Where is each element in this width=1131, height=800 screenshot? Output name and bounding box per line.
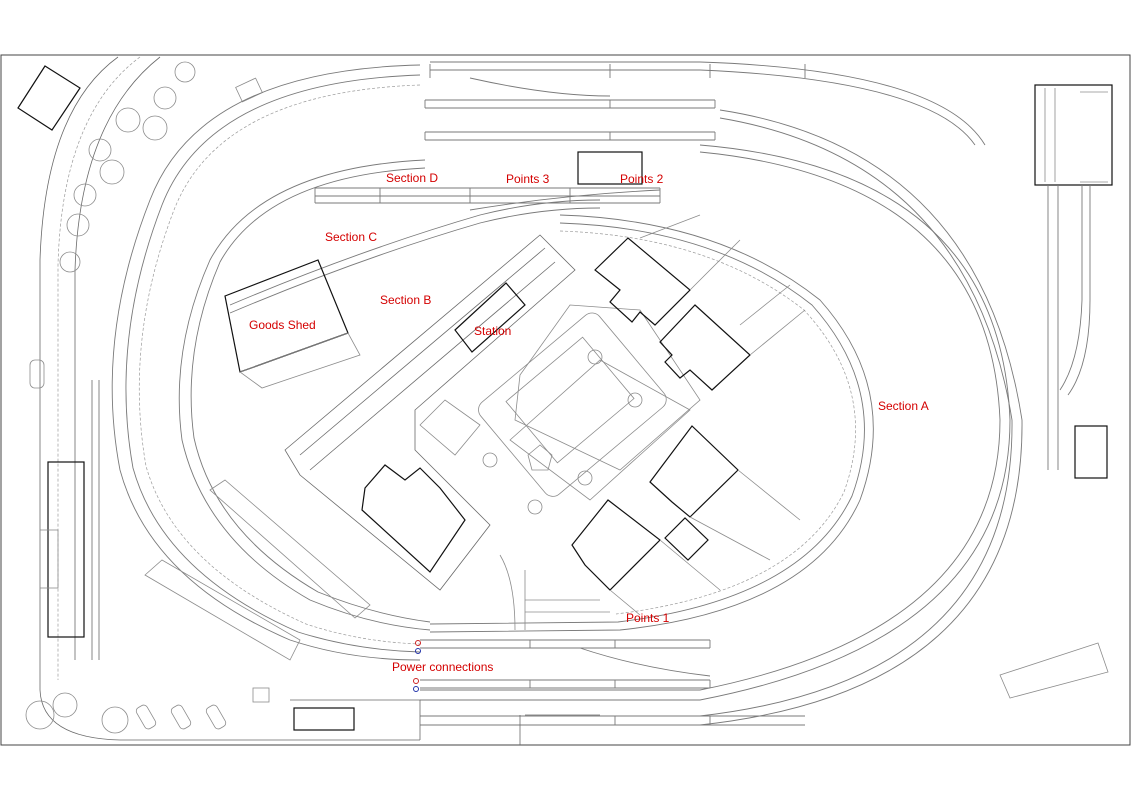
- label-goods-shed: Goods Shed: [249, 318, 316, 332]
- lower-left-platforms: [144, 479, 371, 661]
- bottom-parking: [135, 687, 600, 745]
- corner-building-top-left: [17, 65, 81, 131]
- goods-shed-yard: [239, 332, 361, 389]
- goods-shed-siding: [229, 199, 601, 314]
- label-points-3: Points 3: [506, 172, 550, 186]
- label-power-connections: Power connections: [392, 660, 493, 674]
- tall-building-left: [47, 461, 85, 638]
- right-bottom-block: [999, 642, 1109, 699]
- power-connectors: [413, 640, 421, 692]
- right-yard: [999, 84, 1113, 699]
- town-buildings: [361, 214, 806, 616]
- left-road: [39, 56, 420, 741]
- bottom-building: [293, 707, 355, 731]
- connector-red-top: [415, 640, 421, 646]
- right-shed: [1034, 84, 1113, 186]
- car-left-road: [29, 359, 45, 389]
- small-hut: [235, 77, 263, 103]
- label-section-d: Section D: [386, 171, 438, 185]
- trees: [25, 61, 196, 734]
- connector-red-bottom: [413, 678, 419, 684]
- label-points-2: Points 2: [620, 172, 664, 186]
- points-2-box: [577, 151, 643, 185]
- connector-blue-top: [415, 648, 421, 654]
- siding-section-d: [314, 187, 661, 211]
- label-points-1: Points 1: [626, 611, 670, 625]
- right-small-building: [1074, 425, 1108, 479]
- connector-blue-bottom: [413, 686, 419, 692]
- station-building: [454, 282, 526, 353]
- outer-track-loops: [111, 61, 1023, 726]
- sheet-border: [0, 54, 1131, 746]
- label-station: Station: [474, 324, 511, 338]
- platform-shelter-left: [39, 529, 59, 589]
- label-section-a: Section A: [878, 399, 929, 413]
- label-section-c: Section C: [325, 230, 377, 244]
- label-section-b: Section B: [380, 293, 431, 307]
- town-block: [284, 234, 701, 631]
